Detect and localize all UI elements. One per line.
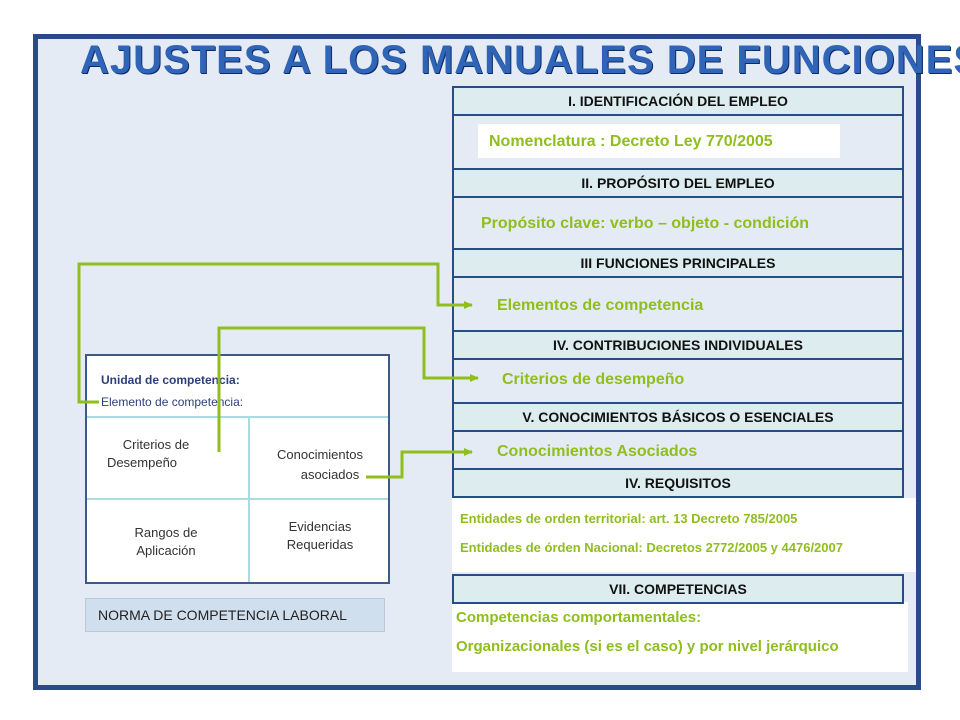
norma-criterios-line-2: Desempeño [106,455,178,470]
norma-conocimientos-line-1: Conocimientos [277,447,363,462]
norma-divider-vertical [248,416,250,582]
section-2-text: Propósito clave: verbo – objeto - condic… [481,215,810,232]
norma-elemento-label: Elemento de competencia: [101,395,244,409]
norma-conocimientos-line-2: asociados [300,467,360,482]
section-4-text: Criterios de desempeño [502,371,685,388]
norma-evidencias-line-2: Requeridas [286,537,354,552]
section-2-body [452,198,904,248]
norma-rangos-line-1: Rangos de [134,525,198,540]
section-6-header: IV. REQUISITOS [452,468,904,498]
section-5-body [452,432,904,468]
arrow-conocimientos-to-conocimientos [366,448,473,479]
section-7-header: VII. COMPETENCIAS [452,574,904,604]
norma-caption: NORMA DE COMPETENCIA LABORAL [85,598,385,632]
arrow-elemento-to-elementos [77,262,473,404]
norma-table: Unidad de competencia: Elemento de compe… [85,354,390,584]
norma-divider-top [87,416,388,418]
section-4-header: IV. CONTRIBUCIONES INDIVIDUALES [452,330,904,360]
section-7-body [452,602,908,672]
section-6-body [452,498,916,572]
section-1-text-box [478,124,840,158]
section-1-body [452,116,904,168]
norma-divider-mid [87,498,388,500]
slide-title: AJUSTES A LOS MANUALES DE FUNCIONES [80,38,960,82]
arrow-criterios-to-criterios [217,326,479,452]
norma-evidencias-line-1: Evidencias [288,519,352,534]
section-2-header: II. PROPÓSITO DEL EMPLEO [452,168,904,198]
section-5-text: Conocimientos Asociados [497,443,698,460]
section-7-line-1: Competencias comportamentales: [456,609,702,626]
section-3-text: Elementos de competencia [497,297,704,314]
section-6-line-1: Entidades de orden territorial: art. 13 … [460,511,798,526]
norma-unidad-label: Unidad de competencia: [101,373,240,387]
section-5-header: V. CONOCIMIENTOS BÁSICOS O ESENCIALES [452,402,904,432]
norma-criterios-line-1: Criterios de [122,437,190,452]
section-7-line-2: Organizacionales (si es el caso) y por n… [456,638,839,655]
section-1-header: I. IDENTIFICACIÓN DEL EMPLEO [452,86,904,116]
section-1-text: Nomenclatura : Decreto Ley 770/2005 [489,133,773,150]
section-6-line-2: Entidades de órden Nacional: Decretos 27… [460,540,843,555]
section-3-header: III FUNCIONES PRINCIPALES [452,248,904,278]
norma-rangos-line-2: Aplicación [136,543,196,558]
section-4-body [452,360,904,402]
